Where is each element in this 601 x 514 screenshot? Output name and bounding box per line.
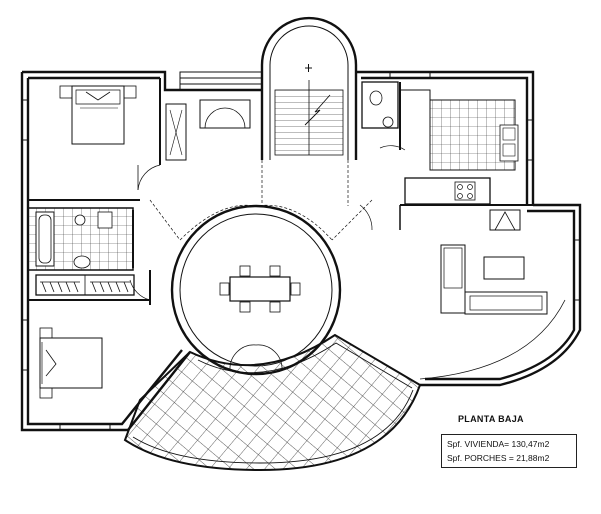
kitchen <box>379 82 519 205</box>
stair-tower <box>260 16 358 160</box>
plan-title: PLANTA BAJA <box>458 414 524 424</box>
area-row-vivienda: Spf. VIVIENDA= 130,47m2 <box>447 439 549 449</box>
area-label-vivienda: Spf. VIVIENDA= <box>447 439 510 449</box>
hall-door <box>199 99 251 129</box>
bathroom-1 <box>27 207 134 271</box>
porch <box>123 333 422 472</box>
area-value-porches: 21,88m2 <box>516 453 550 463</box>
area-row-porches: Spf. PORCHES = 21,88m2 <box>447 453 549 463</box>
wc-small <box>361 81 399 129</box>
closet-row <box>35 274 135 296</box>
window-bands <box>21 71 581 431</box>
living-room <box>359 204 566 380</box>
area-value-vivienda: 130,47m2 <box>511 439 550 449</box>
area-table: Spf. VIVIENDA= 130,47m2 Spf. PORCHES = 2… <box>441 434 577 468</box>
area-label-porches: Spf. PORCHES = <box>447 453 514 463</box>
bedroom-1 <box>28 78 187 201</box>
bedroom-2 <box>28 270 151 399</box>
